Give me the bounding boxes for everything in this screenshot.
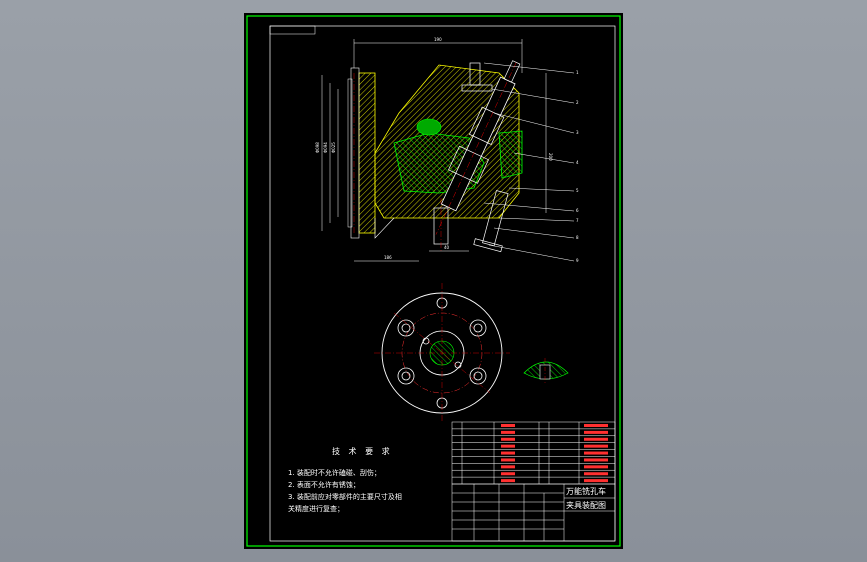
part-material-cell	[584, 479, 608, 483]
title-drawing-name-1: 万能铣孔车	[566, 486, 606, 496]
leader-6: 6	[576, 208, 579, 213]
title-drawing-name-2: 夹具装配图	[566, 500, 606, 510]
detail-section	[523, 358, 569, 385]
dim-right: 200	[548, 153, 553, 161]
part-name-cell	[501, 430, 515, 434]
leader-3: 3	[576, 130, 579, 135]
part-name-cell	[501, 458, 515, 462]
parts-list-fills	[501, 424, 608, 483]
corner-label-box	[269, 25, 316, 35]
dim-left-3: Φ025	[331, 142, 336, 153]
part-material-cell	[584, 424, 608, 427]
leader-labels: 1 2 3 4 5 6 7 8 9	[576, 70, 579, 263]
part-material-cell	[584, 472, 608, 476]
leader-9: 9	[576, 258, 579, 263]
assembly-drawing: 190 200 186 40 Φ098 Φ094 Φ025 1 2	[246, 15, 621, 547]
part-name-cell	[501, 437, 515, 441]
dim-left-1: Φ098	[315, 142, 320, 153]
part-material-cell	[584, 458, 608, 462]
leader-8: 8	[576, 235, 579, 240]
part-material-cell	[584, 465, 608, 469]
part-material-cell	[584, 444, 608, 448]
tech-req-line-4: 关精度进行复查；	[288, 504, 344, 513]
title-block	[451, 483, 616, 542]
main-section-view	[347, 60, 523, 253]
part-material-cell	[584, 430, 608, 434]
dim-bottom-mid: 40	[444, 245, 450, 250]
parts-list	[451, 421, 616, 485]
outer-border	[246, 15, 621, 547]
inner-border	[269, 25, 616, 542]
tech-req-line-2: 2. 表面不允许有锈蚀；	[288, 480, 360, 489]
tech-req-title: 技 术 要 求	[332, 446, 393, 456]
tech-requirements: 技 术 要 求 1. 装配时不允许磕碰、刮伤； 2. 表面不允许有锈蚀； 3. …	[288, 446, 402, 513]
leader-1: 1	[576, 70, 579, 75]
part-name-cell	[501, 479, 515, 483]
flange-plan-view	[374, 283, 510, 423]
leader-5: 5	[576, 188, 579, 193]
part-name-cell	[501, 444, 515, 448]
part-name-cell	[501, 424, 515, 427]
dim-bottom-left: 186	[384, 255, 392, 260]
tech-req-line-3: 3. 装配前应对零部件的主要尺寸及相	[288, 492, 402, 501]
dim-top: 190	[434, 37, 442, 42]
leader-2: 2	[576, 100, 579, 105]
part-material-cell	[584, 451, 608, 455]
tech-req-line-1: 1. 装配时不允许磕碰、刮伤；	[288, 468, 381, 477]
leader-7: 7	[576, 218, 579, 223]
part-name-cell	[501, 465, 515, 469]
part-material-cell	[584, 437, 608, 441]
part-name-cell	[501, 472, 515, 476]
leader-lines	[483, 62, 575, 262]
dim-left-2: Φ094	[323, 142, 328, 153]
leader-4: 4	[576, 160, 579, 165]
part-name-cell	[501, 451, 515, 455]
drawing-sheet: 190 200 186 40 Φ098 Φ094 Φ025 1 2	[244, 13, 623, 549]
